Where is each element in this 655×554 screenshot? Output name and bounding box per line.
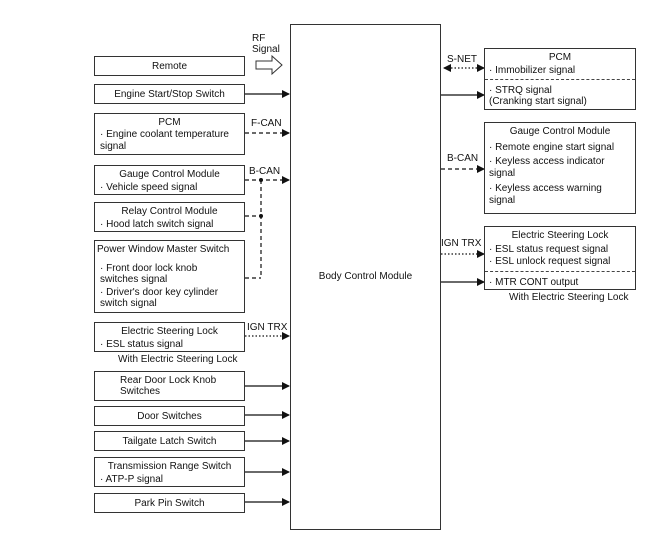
- tailgate-label: Tailgate Latch Switch: [122, 436, 217, 447]
- tailgate-latch-switch-box: Tailgate Latch Switch: [94, 431, 245, 451]
- power-window-title: Power Window Master Switch: [97, 244, 230, 255]
- power-window-master-switch-box: Power Window Master Switch · Front door …: [94, 240, 245, 313]
- rf-signal-label-1: RF: [252, 33, 266, 44]
- gauge-control-module-right-box: Gauge Control Module · Remote engine sta…: [484, 122, 636, 214]
- trans-range-title: Transmission Range Switch: [107, 461, 232, 472]
- esl-right-divider: [485, 271, 635, 272]
- body-control-module: Body Control Module: [290, 24, 441, 530]
- rear-door-lock-knob-switches-box: Rear Door Lock Knob Switches: [94, 371, 245, 401]
- electric-steering-lock-right-box: Electric Steering Lock · ESL status requ…: [484, 226, 636, 290]
- relay-control-module-box: Relay Control Module · Hood latch switch…: [94, 202, 245, 232]
- park-pin-switch-box: Park Pin Switch: [94, 493, 245, 513]
- esl-left-line-1: · ESL status signal: [100, 339, 184, 350]
- electric-steering-lock-left-box: Electric Steering Lock · ESL status sign…: [94, 322, 245, 352]
- esl-left-title: Electric Steering Lock: [121, 326, 218, 337]
- esl-left-note: With Electric Steering Lock: [118, 354, 238, 365]
- ign-trx-right-label: IGN TRX: [441, 238, 482, 249]
- b-can-left-label: B-CAN: [249, 166, 281, 177]
- esl-right-title: Electric Steering Lock: [511, 230, 609, 241]
- pcm-left-title: PCM: [158, 117, 181, 128]
- esl-right-note: With Electric Steering Lock: [509, 292, 629, 303]
- door-switches-label: Door Switches: [137, 411, 202, 422]
- esl-right-line-3: · MTR CONT output: [489, 277, 579, 288]
- f-can-label: F-CAN: [251, 118, 282, 129]
- rf-signal-arrow: [255, 54, 283, 76]
- junction-dot: [259, 178, 263, 182]
- rf-signal-label-2: Signal: [252, 44, 280, 55]
- engine-start-stop-label: Engine Start/Stop Switch: [114, 89, 225, 100]
- pcm-right-box: PCM · Immobilizer signal · STRQ signal (…: [484, 48, 636, 110]
- gauge-right-title: Gauge Control Module: [509, 126, 611, 137]
- gauge-right-line-2: · Keyless access indicator: [489, 156, 605, 167]
- ign-trx-left-label: IGN TRX: [247, 322, 288, 333]
- rear-door-line-2: Switches: [120, 386, 161, 397]
- gauge-left-line-1: · Vehicle speed signal: [100, 182, 198, 193]
- engine-start-stop-switch-box: Engine Start/Stop Switch: [94, 84, 245, 104]
- rear-door-line-1: Rear Door Lock Knob: [120, 375, 217, 386]
- park-pin-label: Park Pin Switch: [134, 498, 205, 509]
- gauge-right-line-4: · Keyless access warning: [489, 183, 602, 194]
- remote-label: Remote: [151, 61, 187, 72]
- pcm-right-line-3: (Cranking start signal): [489, 96, 587, 107]
- pcm-left-line-1: · Engine coolant temperature: [100, 129, 229, 140]
- power-window-line-3: · Driver's door key cylinder: [100, 287, 219, 298]
- s-net-label: S-NET: [447, 54, 477, 65]
- remote-box: Remote: [94, 56, 245, 76]
- relay-line-1: · Hood latch switch signal: [100, 219, 214, 230]
- gauge-control-module-left-box: Gauge Control Module · Vehicle speed sig…: [94, 165, 245, 195]
- esl-right-line-2: · ESL unlock request signal: [489, 256, 611, 267]
- transmission-range-switch-box: Transmission Range Switch · ATP-P signal: [94, 457, 245, 487]
- junction-dot: [259, 214, 263, 218]
- pcm-right-line-1: · Immobilizer signal: [489, 65, 576, 76]
- gauge-right-line-5: signal: [489, 195, 516, 206]
- power-window-line-4: switch signal: [100, 298, 157, 309]
- gauge-right-line-1: · Remote engine start signal: [489, 142, 615, 153]
- pcm-left-box: PCM · Engine coolant temperature signal: [94, 113, 245, 155]
- gauge-right-line-3: signal: [489, 168, 516, 179]
- pcm-right-divider: [485, 79, 635, 80]
- b-can-right-label: B-CAN: [447, 153, 479, 164]
- door-switches-box: Door Switches: [94, 406, 245, 426]
- trans-range-line-1: · ATP-P signal: [100, 474, 163, 485]
- esl-right-line-1: · ESL status request signal: [489, 244, 609, 255]
- gauge-left-title: Gauge Control Module: [119, 169, 220, 180]
- pcm-right-line-2: · STRQ signal: [489, 85, 552, 96]
- pcm-right-title: PCM: [548, 52, 572, 63]
- bcm-label: Body Control Module: [318, 271, 413, 282]
- relay-title: Relay Control Module: [121, 206, 218, 217]
- power-window-line-1: · Front door lock knob: [100, 263, 198, 274]
- power-window-line-2: switches signal: [100, 274, 168, 285]
- pcm-left-line-2: signal: [100, 141, 127, 152]
